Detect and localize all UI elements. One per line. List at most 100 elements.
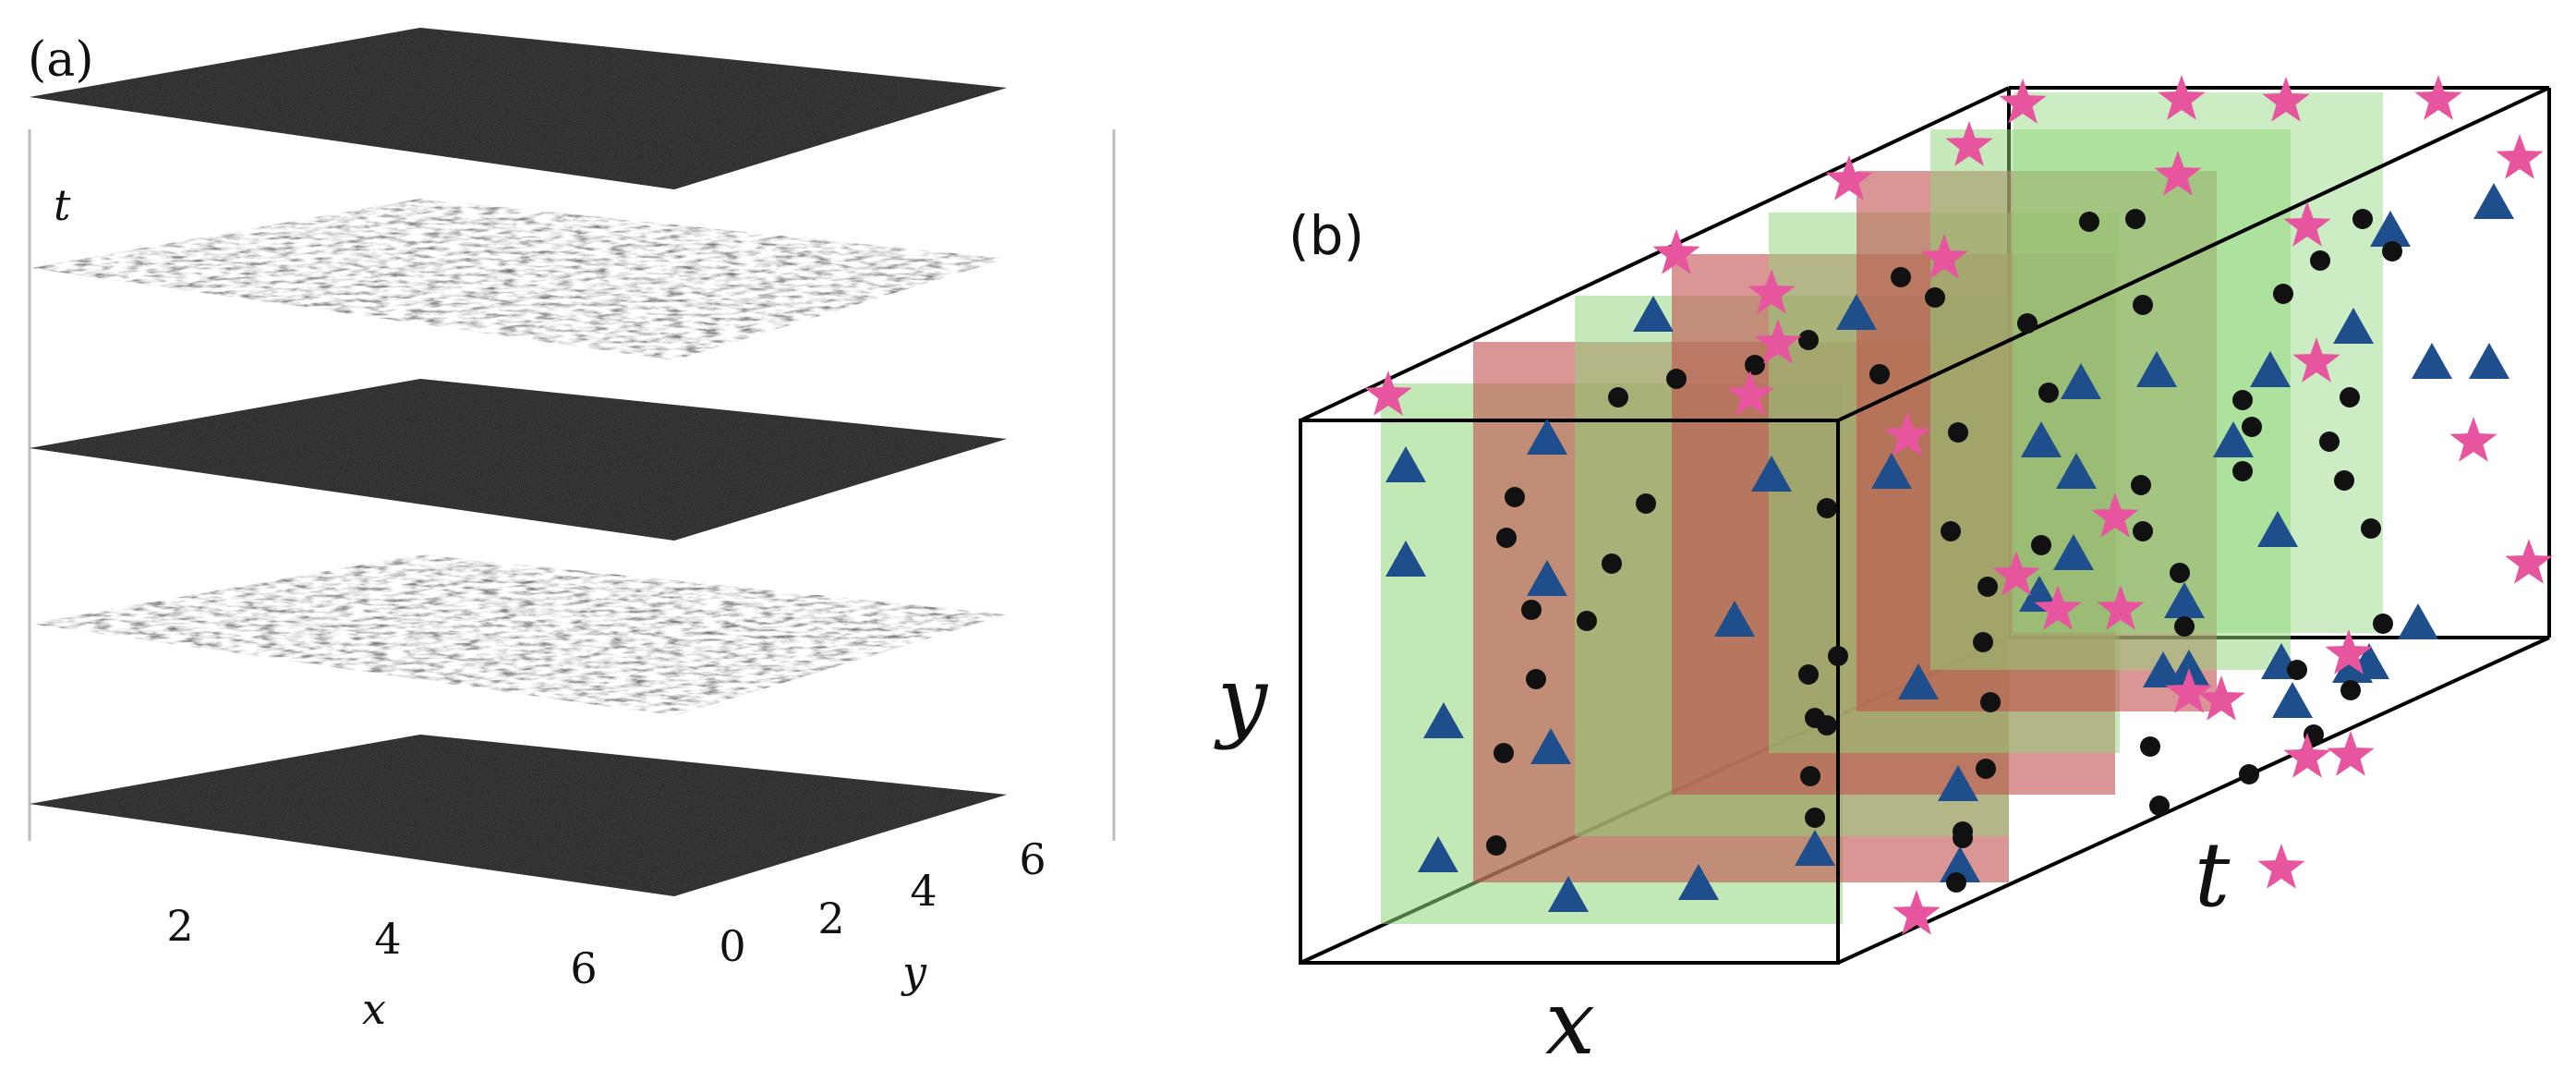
circle-marker-12 <box>1745 355 1765 375</box>
circle-marker-41 <box>2174 616 2195 637</box>
circle-marker-42 <box>2232 390 2253 410</box>
star-marker-18 <box>2158 75 2206 120</box>
panel-b-x-label: x <box>1545 971 1595 1075</box>
circle-marker-28 <box>1980 692 2001 712</box>
star-marker-22 <box>2325 629 2373 675</box>
panel-b-label: (b) <box>1288 204 1364 267</box>
triangle-marker-28 <box>2370 211 2411 247</box>
circle-marker-32 <box>1946 872 1966 893</box>
circle-marker-58 <box>2031 535 2051 555</box>
circle-marker-6 <box>1486 835 1506 856</box>
circle-marker-9 <box>1636 493 1656 514</box>
slice-4-texture <box>30 554 1007 716</box>
circle-marker-13 <box>1798 330 1819 350</box>
triangle-marker-4 <box>1527 560 1567 596</box>
circle-marker-19 <box>1805 808 1825 828</box>
triangle-marker-2 <box>1385 541 1426 577</box>
star-marker-8 <box>1748 269 1796 314</box>
star-marker-28 <box>2283 733 2331 778</box>
slice-2-texture <box>30 199 1007 360</box>
star-marker-24 <box>2414 75 2462 120</box>
circle-marker-37 <box>2133 295 2153 315</box>
triangle-marker-38 <box>2272 682 2313 718</box>
triangle-marker-17 <box>1938 765 1978 801</box>
panel-b-t-label: t <box>2195 823 2231 927</box>
triangle-marker-19 <box>2021 421 2062 457</box>
triangle-marker-13 <box>1633 296 1674 332</box>
circle-marker-29 <box>1976 759 1996 779</box>
triangle-marker-5 <box>1423 702 1464 738</box>
star-marker-30 <box>2257 844 2305 889</box>
circle-marker-25 <box>1941 521 1961 541</box>
panel-a: (a) t 2 4 6 x 0 2 4 6 y <box>28 28 1116 1034</box>
triangle-marker-6 <box>1530 728 1571 764</box>
circle-marker-22 <box>1891 267 1911 287</box>
star-marker-7 <box>1726 371 1774 416</box>
triangle-marker-16 <box>1898 663 1939 699</box>
star-marker-29 <box>1893 890 1941 935</box>
circle-marker-33 <box>2017 313 2038 334</box>
panel-b-y-label: y <box>1214 648 1269 751</box>
star-marker-20 <box>2283 201 2331 247</box>
triangle-marker-1 <box>1385 446 1426 482</box>
star-marker-1 <box>1364 371 1412 416</box>
circle-marker-55 <box>2140 736 2160 757</box>
triangle-marker-20 <box>2061 363 2101 399</box>
circle-marker-50 <box>2361 518 2381 539</box>
circle-marker-51 <box>2373 614 2393 634</box>
circle-marker-46 <box>2382 241 2402 261</box>
star-marker-5 <box>1945 121 1993 166</box>
triangle-marker-18 <box>1940 846 1980 882</box>
panel-b: (b) y x t <box>1214 75 2553 1075</box>
circle-marker-54 <box>2149 796 2170 816</box>
triangle-marker-23 <box>2164 582 2205 618</box>
panel-a-t-label: t <box>54 180 71 230</box>
triangle-marker-9 <box>1418 836 1458 872</box>
triangle-marker-14 <box>1836 294 1877 330</box>
triangle-marker-11 <box>1678 864 1719 900</box>
circle-marker-23 <box>1925 287 1945 308</box>
triangle-marker-15 <box>1871 453 1912 489</box>
triangle-marker-34 <box>2250 351 2291 387</box>
circle-marker-48 <box>2319 432 2340 452</box>
triangle-marker-7 <box>1751 456 1792 492</box>
x-tick-6: 6 <box>570 943 597 993</box>
circle-marker-5 <box>1494 743 1514 763</box>
circle-marker-4 <box>1526 669 1546 689</box>
triangle-marker-25 <box>2257 511 2298 547</box>
marker-layer <box>1364 75 2553 935</box>
circle-marker-45 <box>2352 209 2373 229</box>
circle-marker-20 <box>1828 646 1848 666</box>
y-tick-0: 0 <box>719 921 745 971</box>
panel-a-label: (a) <box>28 32 94 88</box>
star-marker-27 <box>2505 539 2553 584</box>
circle-marker-49 <box>2334 470 2354 491</box>
circle-marker-24 <box>1948 422 1968 443</box>
circle-marker-52 <box>2340 680 2361 700</box>
triangle-marker-26 <box>2333 308 2374 344</box>
triangle-marker-22 <box>2136 351 2177 387</box>
circle-marker-36 <box>2125 209 2146 229</box>
y-tick-2: 2 <box>817 894 844 943</box>
triangle-marker-35 <box>2056 453 2097 489</box>
x-tick-2: 2 <box>166 901 193 951</box>
star-marker-2 <box>1652 229 1700 274</box>
circle-marker-14 <box>1817 498 1837 518</box>
star-marker-11 <box>1992 551 2040 596</box>
star-marker-25 <box>2449 417 2497 462</box>
triangle-marker-21 <box>2053 534 2094 570</box>
circle-marker-15 <box>1798 664 1819 685</box>
star-marker-10 <box>1920 234 1968 279</box>
star-marker-16 <box>2197 675 2245 721</box>
triangle-marker-36 <box>2169 650 2209 686</box>
circle-marker-44 <box>2310 250 2330 271</box>
star-marker-12 <box>2034 585 2082 630</box>
circle-marker-38 <box>2131 475 2151 495</box>
circle-marker-35 <box>2079 212 2099 232</box>
triangle-marker-27 <box>2398 603 2438 639</box>
triangle-marker-8 <box>1714 601 1755 637</box>
circle-marker-2 <box>1496 528 1517 548</box>
star-marker-23 <box>2327 731 2375 776</box>
x-tick-4: 4 <box>374 914 401 964</box>
